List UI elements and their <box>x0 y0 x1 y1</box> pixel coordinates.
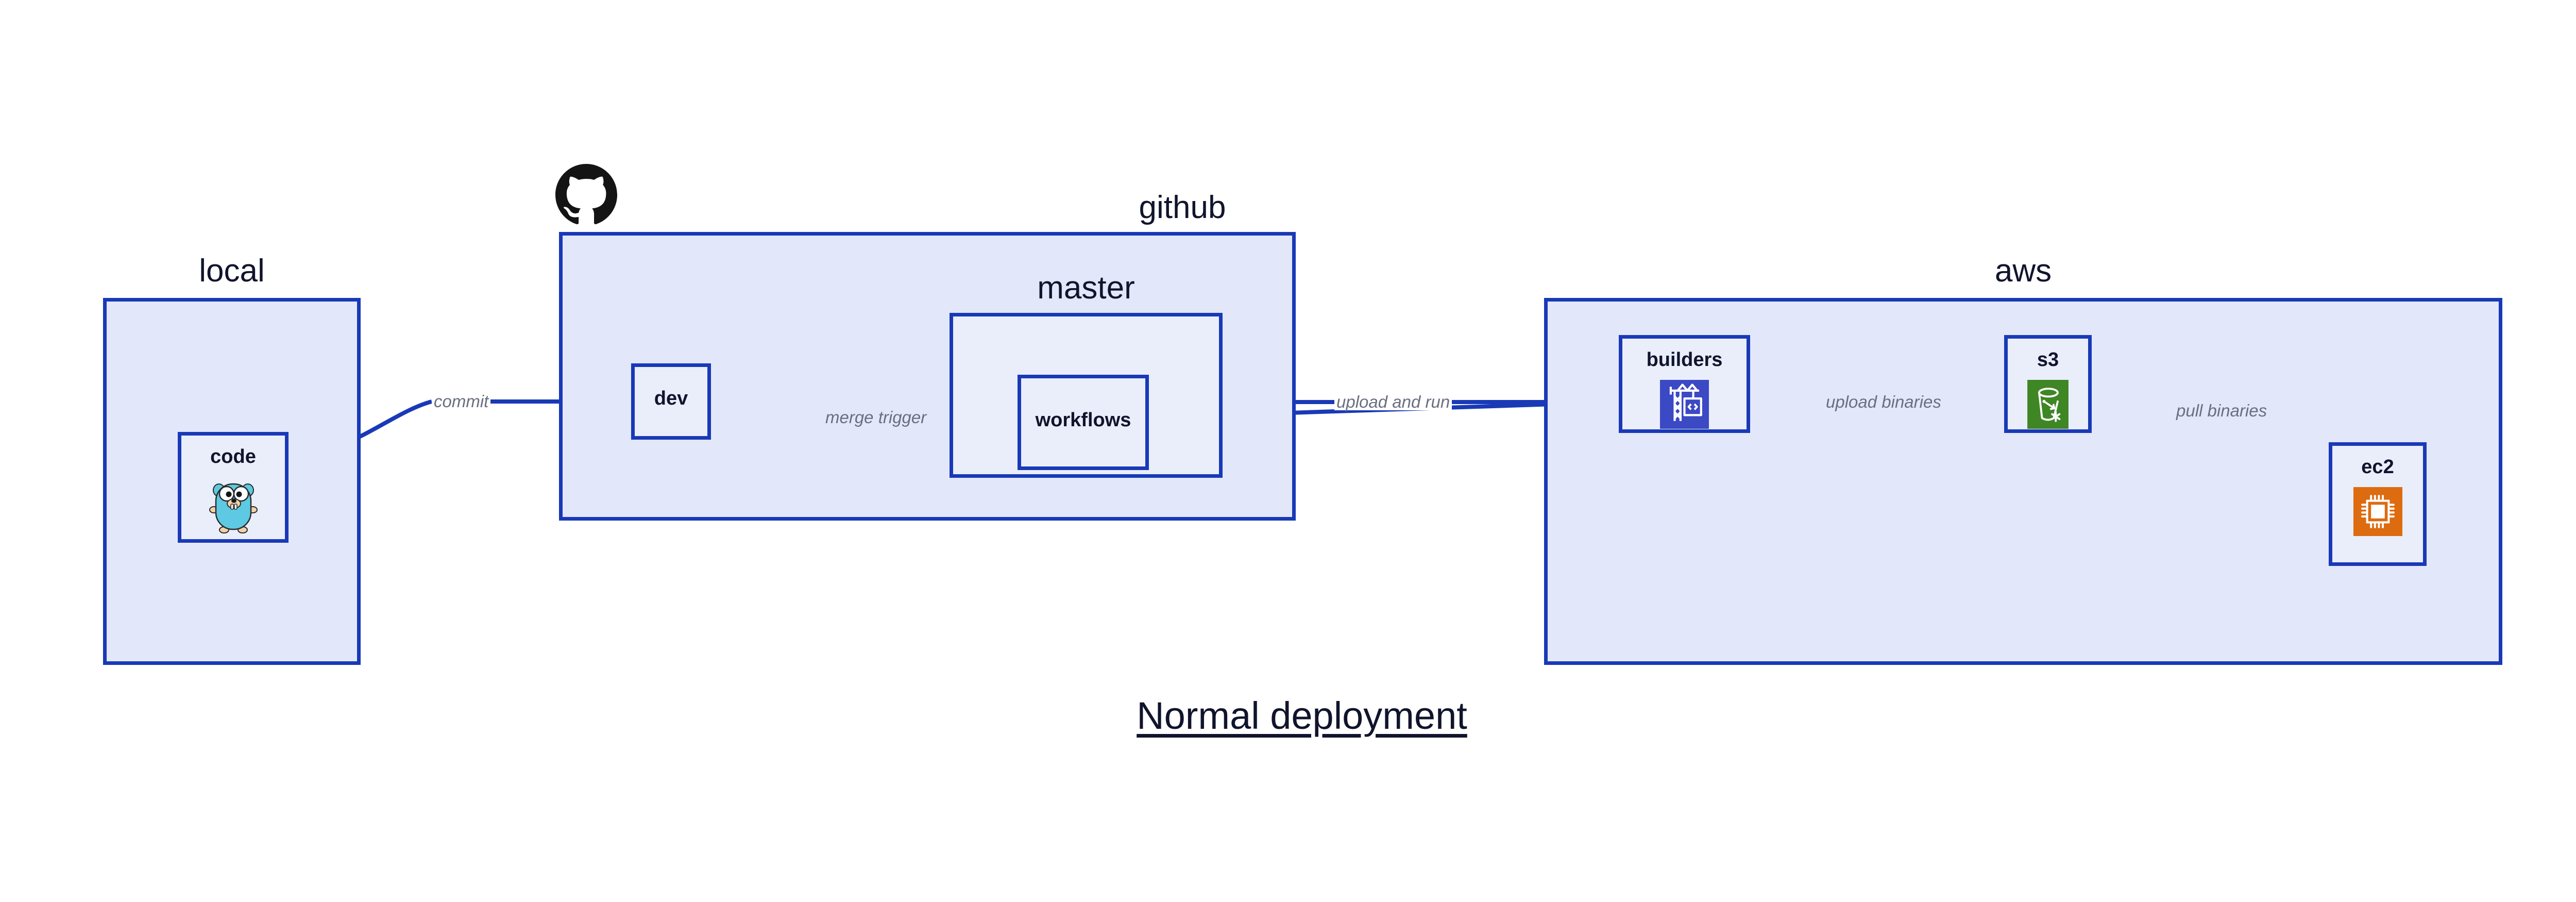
edge-label-merge-trigger: merge trigger <box>823 409 929 426</box>
edge-label-upload-binaries: upload binaries <box>1824 393 1943 410</box>
node-ec2[interactable]: ec2 <box>2329 442 2427 566</box>
edge-label-commit: commit <box>432 393 491 410</box>
edge-label-pull-binaries: pull binaries <box>2174 402 2269 419</box>
group-github-label: github <box>1139 190 1226 225</box>
github-octocat-icon <box>555 164 617 226</box>
go-gopher-icon <box>208 477 259 536</box>
node-workflows[interactable]: workflows <box>1018 375 1149 470</box>
diagram-title: Normal deployment <box>1137 694 1467 737</box>
group-local-label: local <box>199 253 265 289</box>
group-aws-label: aws <box>1994 253 2052 289</box>
node-code-label: code <box>210 446 256 467</box>
aws-ec2-chip-icon <box>2353 487 2402 539</box>
aws-builders-crane-icon <box>1660 380 1709 431</box>
node-s3-label: s3 <box>2037 349 2059 371</box>
group-master-label: master <box>1037 270 1135 306</box>
node-dev-label: dev <box>654 388 688 409</box>
node-code[interactable]: code <box>178 432 289 543</box>
node-workflows-label: workflows <box>1035 409 1131 431</box>
node-builders-label: builders <box>1646 349 1723 371</box>
node-builders[interactable]: builders <box>1619 335 1750 433</box>
edge-label-upload-and-run: upload and run <box>1334 393 1452 410</box>
node-ec2-label: ec2 <box>2361 456 2394 478</box>
node-s3[interactable]: s3 <box>2004 335 2092 433</box>
node-dev[interactable]: dev <box>631 363 711 440</box>
aws-s3-bucket-icon <box>2027 380 2069 431</box>
